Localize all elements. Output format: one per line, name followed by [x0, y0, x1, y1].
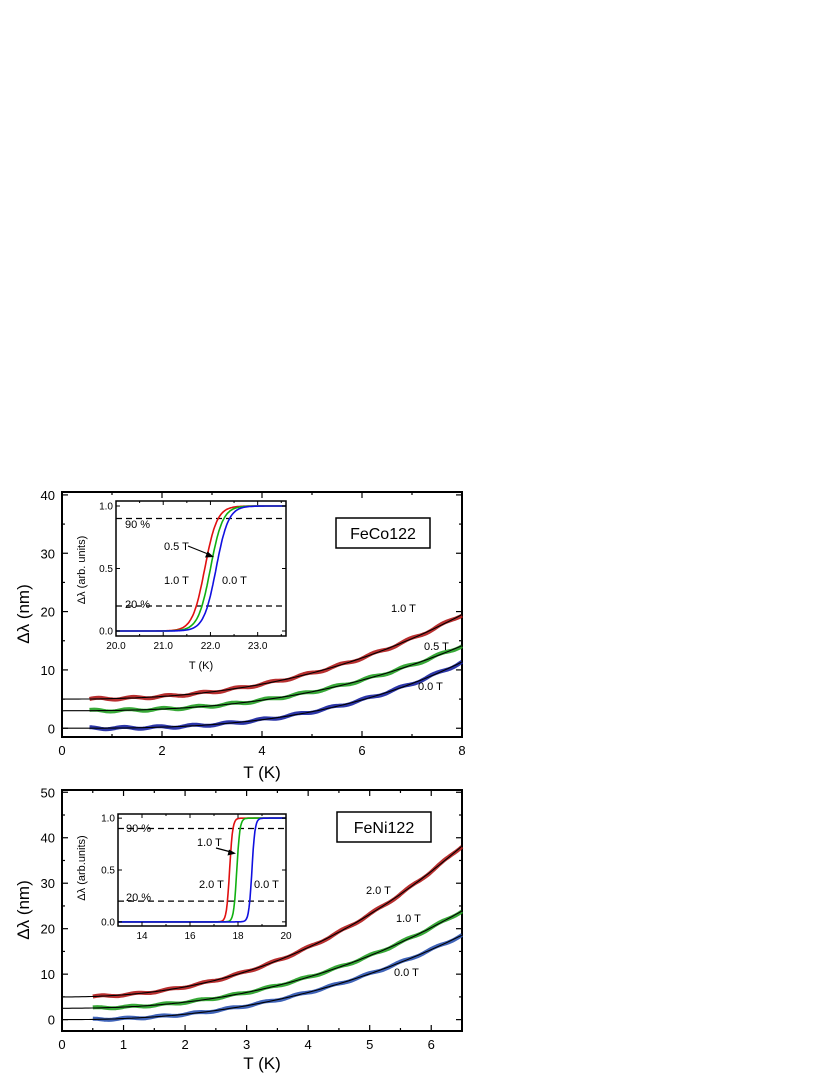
panel-feco122: 0 2 4 6 8 0 10 20 30 40 T (K) Δλ (nm) 1.0 T 0.5 T…	[14, 488, 466, 782]
inset-x-tick-label: 18	[232, 931, 244, 942]
main-axis-ticks: 0 1 2 3 4 5 6 0 10 20 30 40 50	[41, 785, 463, 1052]
inset-arrow	[187, 545, 209, 555]
inset-series-label-0.0T: 0.0 T	[222, 575, 247, 587]
inset-x-tick-label: 23.0	[248, 641, 268, 652]
inset-plot: 20.0 21.0 22.0 23.0 0.0 0.5 1.0 T (K) Δλ (arb.…	[76, 500, 287, 672]
x-tick-label: 0	[58, 1037, 65, 1052]
inset-y-tick-label: 1.0	[101, 814, 115, 825]
series-fit-1.0T	[62, 614, 463, 700]
inset-x-tick-label: 16	[184, 931, 196, 942]
main-axis-ticks: 0 2 4 6 8 0 10 20 30 40	[41, 488, 466, 758]
y-tick-label: 20	[41, 605, 55, 620]
y-tick-label: 30	[41, 546, 55, 561]
main-plot-area	[62, 845, 464, 1022]
inset-plot-area	[118, 817, 286, 923]
x-tick-label: 0	[58, 743, 65, 758]
y-tick-label: 30	[41, 876, 55, 891]
series-fit-0.5T	[61, 645, 463, 712]
inset-plot-area	[116, 505, 286, 632]
inset-level-label-20: 20 %	[125, 599, 150, 611]
main-plot-area	[61, 613, 464, 732]
inset-y-tick-label: 0.0	[101, 917, 115, 928]
inset-y-axis-title: Δλ (arb. units)	[76, 536, 88, 604]
series-fit-2.0T	[62, 845, 463, 998]
inset-arrow	[215, 847, 232, 853]
series-data-0.0T	[89, 660, 464, 732]
inset-series-label-1.0T: 1.0 T	[164, 575, 189, 587]
x-axis-title: T (K)	[243, 763, 280, 782]
y-tick-label: 40	[41, 831, 55, 846]
y-tick-label: 10	[41, 967, 55, 982]
inset-series-label-0.5T: 0.5 T	[164, 541, 189, 553]
sample-label: FeCo122	[350, 526, 416, 543]
inset-level-label-20: 20 %	[126, 892, 151, 904]
inset-series-0.0T	[116, 505, 286, 632]
y-axis-title: Δλ (nm)	[14, 880, 33, 940]
series-label-0.0T: 0.0 T	[394, 967, 419, 979]
inset-series-0.0T	[118, 817, 286, 923]
inset-arrow-head	[205, 551, 214, 558]
x-tick-label: 6	[358, 743, 365, 758]
inset-x-axis-title: T (K)	[189, 660, 213, 672]
x-tick-label: 1	[120, 1037, 127, 1052]
inset-axis-ticks: 20.0 21.0 22.0 23.0 0.0 0.5 1.0	[99, 501, 286, 652]
y-tick-label: 10	[41, 663, 55, 678]
x-tick-label: 2	[181, 1037, 188, 1052]
inset-x-tick-label: 22.0	[201, 641, 221, 652]
inset-series-label-1.0T: 1.0 T	[197, 837, 222, 849]
series-fit-0.0T	[62, 934, 463, 1021]
inset-level-label-90: 90 %	[126, 823, 151, 835]
series-label-2.0T: 2.0 T	[366, 885, 391, 897]
inset-series-label-0.0T: 0.0 T	[254, 879, 279, 891]
x-tick-label: 2	[158, 743, 165, 758]
inset-background	[118, 814, 286, 926]
sample-label-box	[336, 811, 432, 843]
y-tick-label: 50	[41, 785, 55, 800]
x-tick-label: 4	[305, 1037, 312, 1052]
series-label-1.0T: 1.0 T	[391, 603, 416, 615]
x-axis-title: T (K)	[243, 1054, 280, 1073]
inset-arrow-head	[227, 849, 236, 856]
inset-y-tick-label: 0.0	[99, 627, 113, 638]
panel-feni122: 0 1 2 3 4 5 6 0 10 20 30 40 50 T (K) Δλ (nm) 2.0 T 1…	[14, 785, 464, 1073]
y-tick-label: 20	[41, 922, 55, 937]
y-axis-title: Δλ (nm)	[14, 584, 33, 644]
inset-x-tick-label: 20.0	[106, 641, 126, 652]
inset-y-tick-label: 0.5	[101, 866, 115, 877]
series-fit-0.0T	[61, 661, 463, 729]
x-tick-label: 8	[458, 743, 465, 758]
inset-y-tick-label: 0.5	[99, 564, 113, 575]
inset-series-label-2.0T: 2.0 T	[199, 879, 224, 891]
inset-x-tick-label: 14	[136, 931, 148, 942]
y-tick-label: 0	[48, 721, 55, 736]
x-tick-label: 6	[428, 1037, 435, 1052]
inset-level-label-90: 90 %	[125, 519, 150, 531]
x-tick-label: 4	[258, 743, 265, 758]
inset-background	[116, 501, 286, 636]
inset-x-tick-label: 21.0	[153, 641, 173, 652]
x-tick-label: 3	[243, 1037, 250, 1052]
inset-plot: 14 16 18 20 0.0 0.5 1.0 Δλ (arb.units) 90 % 20…	[76, 813, 292, 942]
series-label-0.0T: 0.0 T	[418, 681, 443, 693]
series-fit-1.0T	[62, 910, 463, 1009]
x-tick-label: 5	[366, 1037, 373, 1052]
y-tick-label: 40	[41, 488, 55, 503]
inset-x-tick-label: 20	[280, 931, 292, 942]
inset-y-axis-title: Δλ (arb.units)	[76, 835, 88, 900]
sample-label-box	[335, 517, 431, 549]
series-label-1.0T: 1.0 T	[396, 913, 421, 925]
inset-y-tick-label: 1.0	[99, 502, 113, 513]
series-label-0.5T: 0.5 T	[424, 641, 449, 653]
y-tick-label: 0	[48, 1013, 55, 1028]
sample-label: FeNi122	[354, 820, 415, 837]
inset-axis-ticks: 14 16 18 20 0.0 0.5 1.0	[101, 814, 292, 942]
main-plot-frame	[61, 789, 463, 1032]
